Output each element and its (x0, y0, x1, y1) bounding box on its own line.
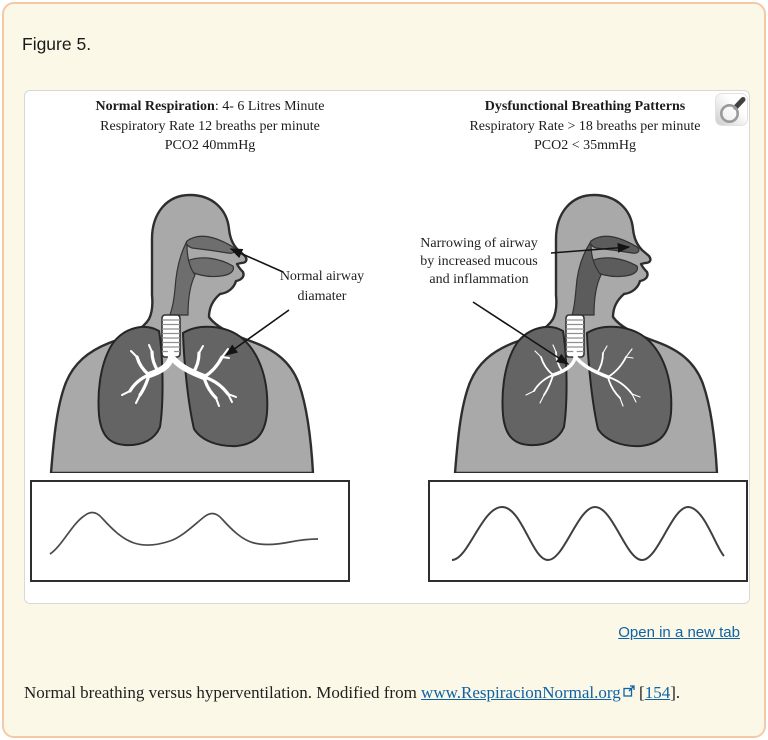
dys-header-line3: PCO2 < 35mmHg (533, 138, 637, 153)
annotation-line: by increased mucous (420, 254, 538, 269)
open-in-new-tab-link[interactable]: Open in a new tab (618, 624, 740, 641)
annotation-line: and inflammation (429, 272, 529, 287)
annotation-narrowed-airway: Narrowing of airway by increased mucous … (401, 235, 557, 289)
breathing-wave-normal (30, 480, 350, 582)
dysfunctional-breathing-header: Dysfunctional Breathing Patterns Respira… (425, 97, 745, 156)
magnifier-icon (720, 97, 746, 123)
annotation-line: Normal airway (279, 269, 365, 284)
caption-source-link[interactable]: www.RespiracionNormal.org (421, 683, 621, 702)
normal-title: Normal Respiration (95, 99, 215, 114)
normal-title-rest: : 4- 6 Litres Minute (214, 99, 325, 114)
zoom-button[interactable] (715, 93, 748, 126)
external-link-icon (623, 680, 635, 704)
figure-caption: Normal breathing versus hyperventilation… (24, 680, 764, 705)
normal-respiration-header: Normal Respiration: 4- 6 Litres Minute R… (35, 97, 385, 156)
torso-illustration-dysfunctional (453, 193, 719, 473)
caption-text: [ (634, 683, 645, 702)
normal-header-line3: PCO2 40mmHg (164, 138, 256, 153)
normal-header-line1: Normal Respiration: 4- 6 Litres Minute (35, 97, 385, 117)
dys-header-line2: Respiratory Rate > 18 breaths per minute (469, 118, 701, 134)
caption-reference-link[interactable]: 154 (644, 683, 671, 702)
torso-illustration-normal (49, 193, 315, 473)
caption-text: Normal breathing versus hyperventilation… (24, 683, 422, 702)
normal-header-line2: Respiratory Rate 12 breaths per minute (100, 118, 320, 134)
dys-title: Dysfunctional Breathing Patterns (484, 99, 686, 114)
annotation-line: Narrowing of airway (420, 236, 538, 251)
annotation-line: diamater (297, 288, 347, 304)
breathing-wave-hyperventilation (428, 480, 748, 582)
figure-label: Figure 5. (22, 34, 92, 54)
dys-header-line1: Dysfunctional Breathing Patterns (425, 97, 745, 117)
annotation-normal-airway: Normal airway diamater (237, 267, 407, 306)
figure-image-panel[interactable]: Normal Respiration: 4- 6 Litres Minute R… (24, 90, 750, 604)
caption-text: ]. (670, 683, 681, 702)
